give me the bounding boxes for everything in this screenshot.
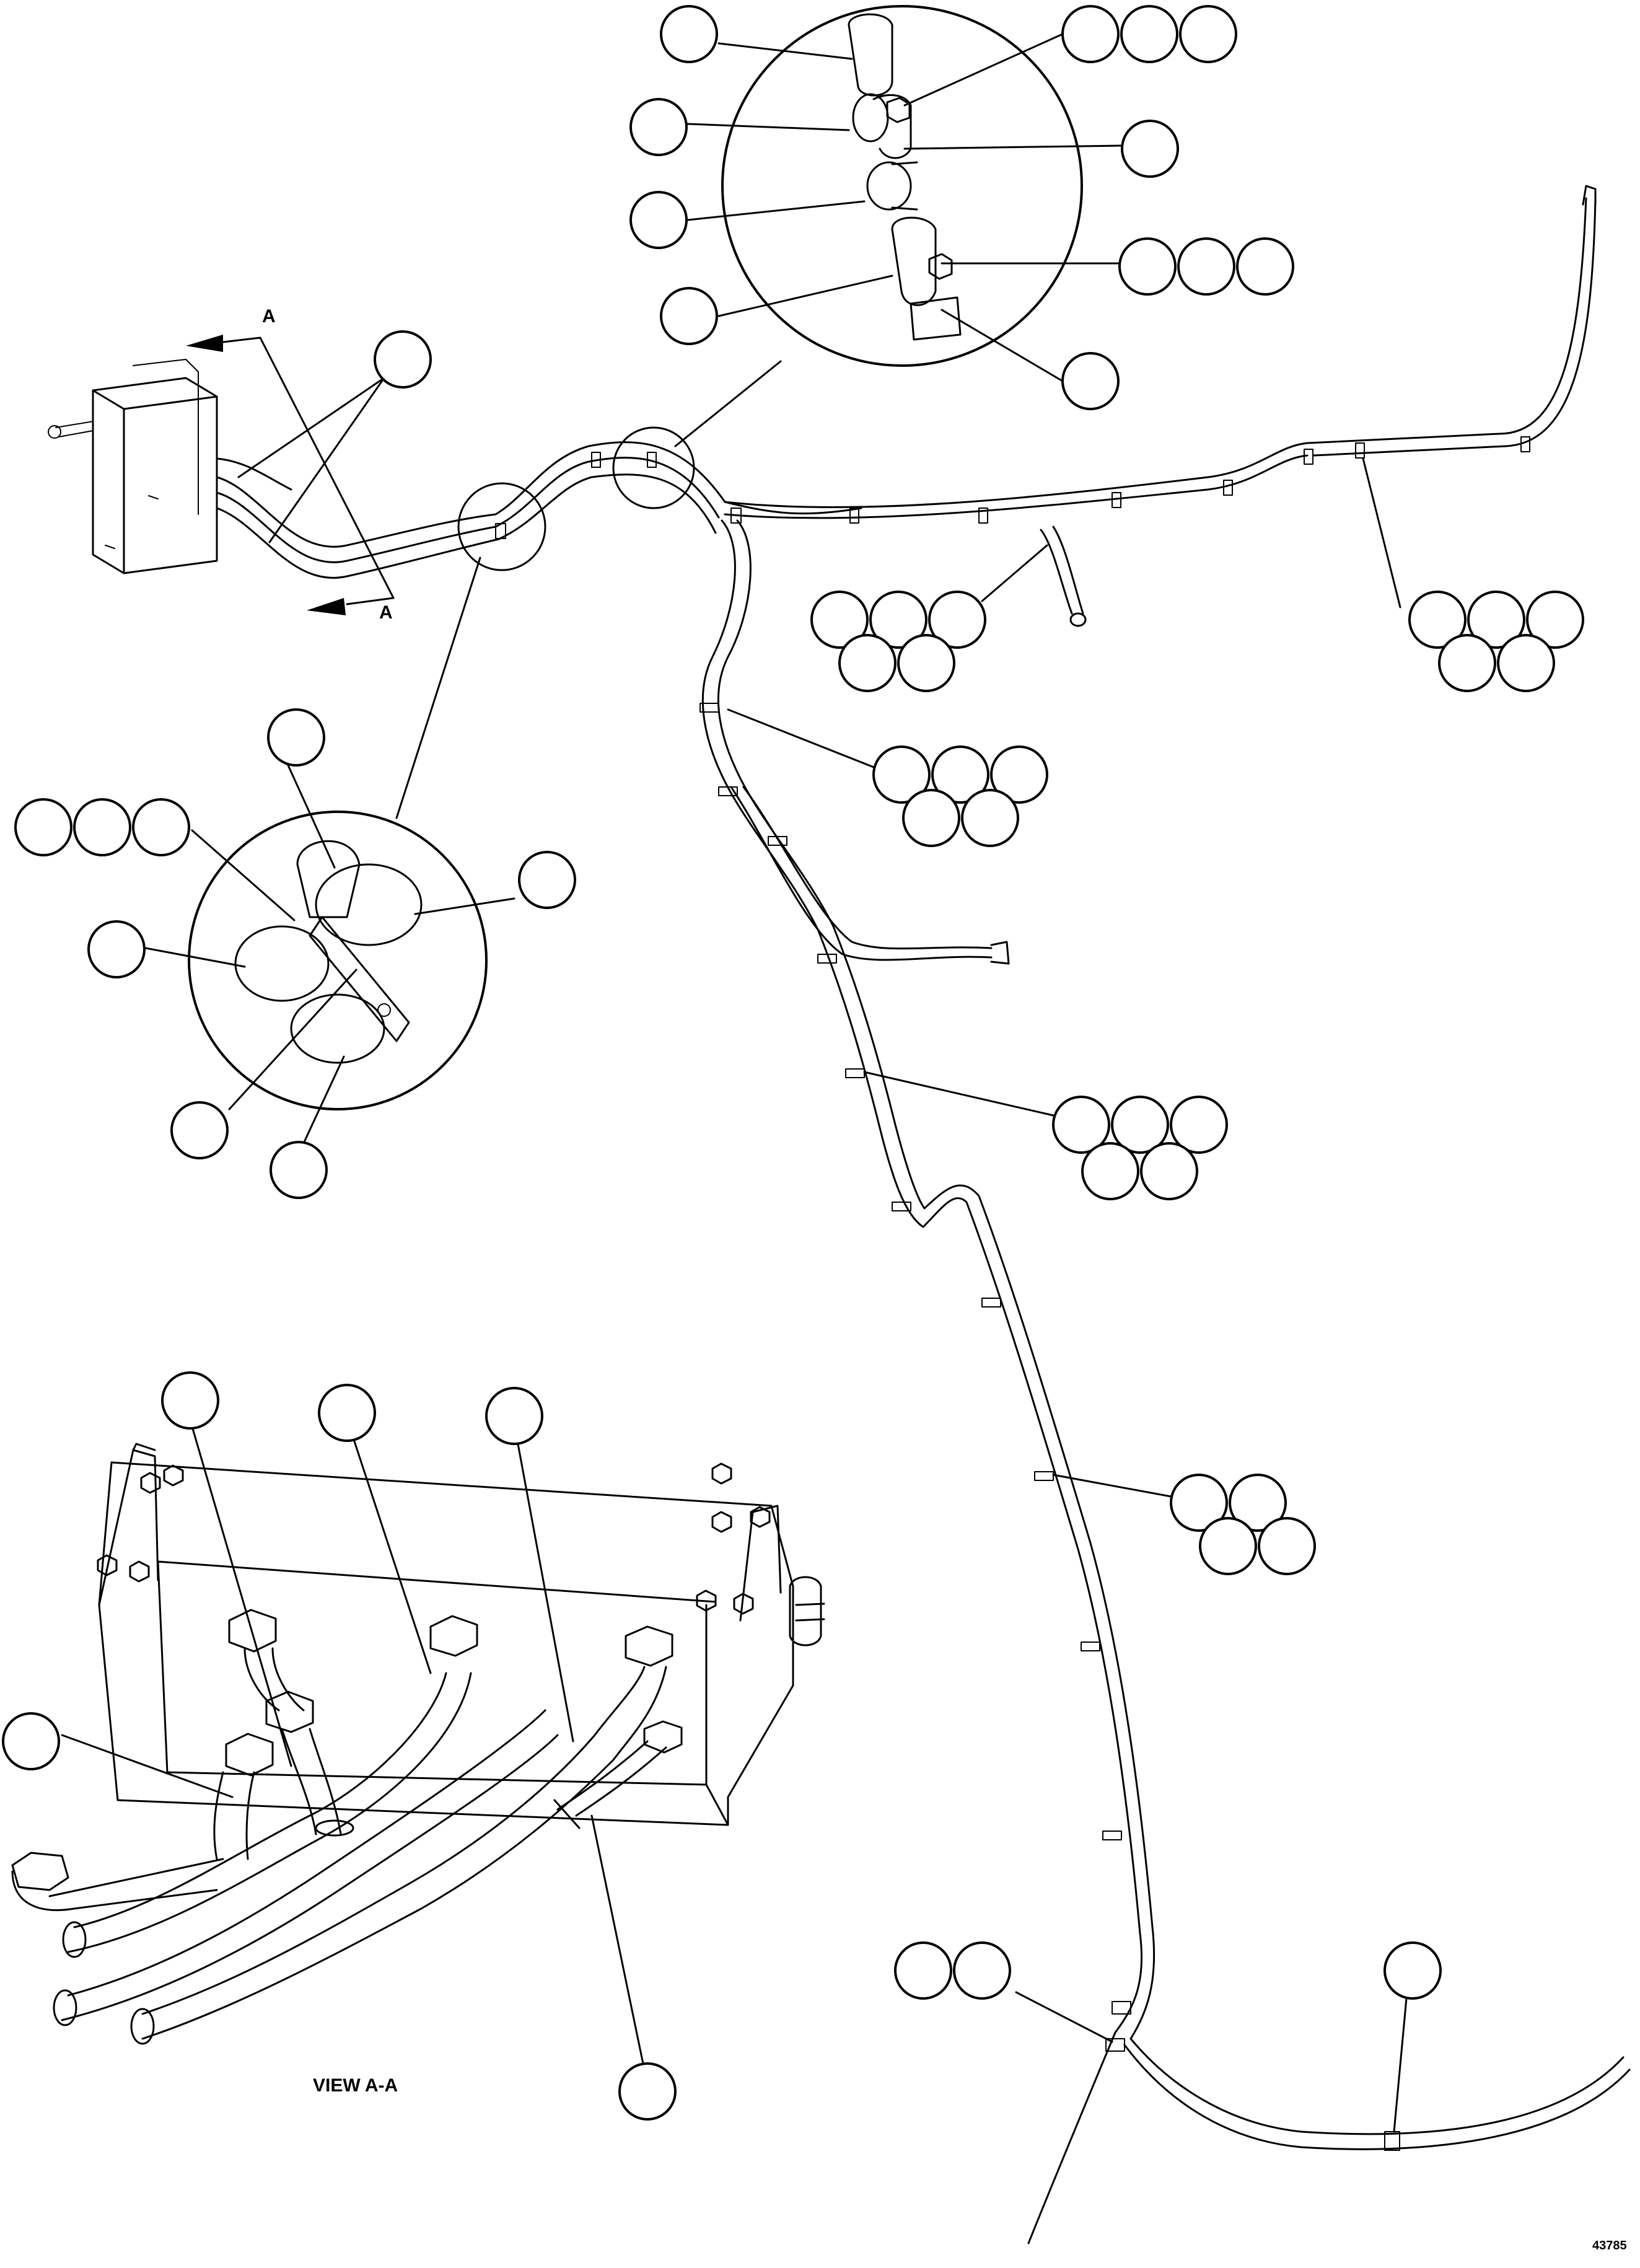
section-arrow-label-top: A — [262, 306, 276, 327]
valve-manifold — [48, 359, 218, 574]
callout-bubbles-main — [237, 330, 1584, 2133]
drawing-number: 43785 — [1592, 2239, 1627, 2253]
view-a-a: VIEW A-A — [2, 1371, 825, 2121]
hose-harness-routing — [48, 185, 1631, 2244]
hose-fittings — [225, 1609, 683, 1777]
detail-view-top-clamp-stack — [612, 5, 1294, 509]
clamp-markers — [495, 436, 1530, 2151]
section-arrow-label-bottom: A — [379, 602, 393, 623]
hoses — [11, 1666, 667, 2045]
detail-view-left-double-clamp — [14, 482, 576, 1199]
section-a-indicator: A A — [186, 306, 395, 623]
view-caption: VIEW A-A — [313, 2075, 398, 2096]
